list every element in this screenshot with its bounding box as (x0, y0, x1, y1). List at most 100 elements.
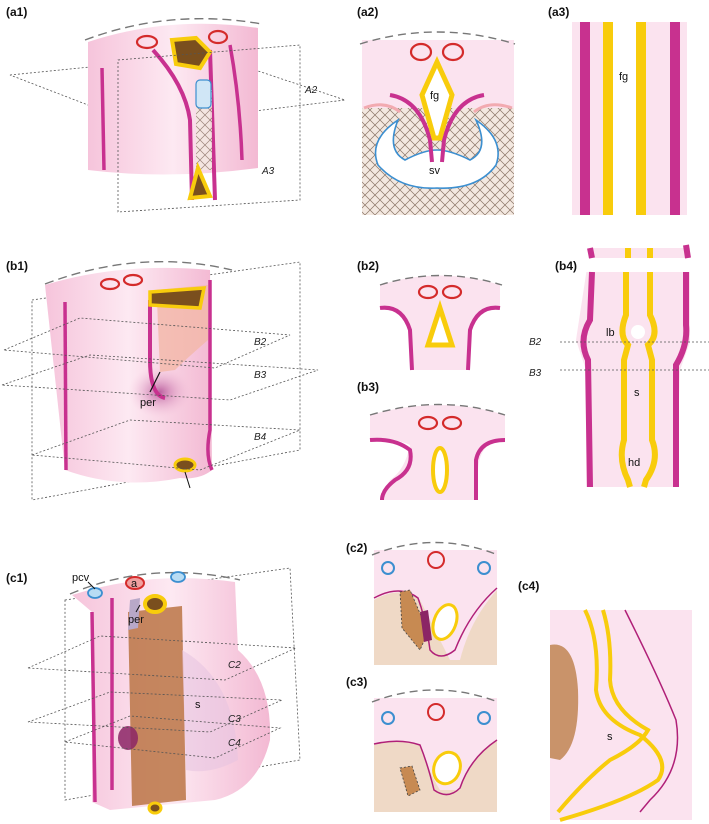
panel-c1: (c1) pcv a per s C2 C3 C4 (6, 567, 301, 815)
panel-label-c4: (c4) (518, 579, 539, 593)
c4-stomach-inner (556, 609, 651, 814)
c1-foregut (143, 594, 167, 614)
panel-a3: (a3) fg (548, 5, 687, 215)
b4-wall-left (580, 247, 595, 488)
c3-aorta (427, 703, 445, 721)
b4-bg (576, 248, 690, 487)
panel-b3: (b3) (357, 380, 506, 501)
c2-outer-arc (371, 541, 499, 556)
foregut-top (169, 35, 213, 71)
a2-aorta-right (441, 42, 465, 62)
b1-inner-wall (148, 300, 166, 400)
a2-wall-left (389, 93, 434, 163)
c1-stomach-sheet (182, 650, 238, 772)
c3-tan (374, 740, 497, 812)
foregut-bottom (187, 161, 213, 201)
c1-dark-sac (118, 726, 138, 750)
b1-per-label: per (140, 397, 156, 409)
plane-label-b2: B2 (254, 337, 267, 348)
c4-s-label: s (607, 731, 613, 743)
a3-lumen (613, 22, 636, 215)
c3-mesentery (373, 739, 498, 796)
c3-liver-wedge (399, 765, 421, 797)
panel-c2: (c2) (346, 541, 499, 665)
panel-label-c3: (c3) (346, 675, 367, 689)
panel-a1: (a1) A2 A3 (6, 5, 346, 213)
b2-wall-left (379, 305, 414, 371)
panel-b1: (b1) per B2 B3 B4 (1, 259, 319, 501)
b3-wall-right (474, 438, 506, 500)
plane-label-a3: A3 (261, 166, 275, 177)
b1-hindgut (173, 457, 197, 473)
b1-frame (31, 261, 301, 501)
panel-label-b4: (b4) (555, 259, 577, 273)
a2-foregut (419, 55, 455, 141)
a2-wall-right (440, 93, 485, 163)
panel-a2: (a2) fg sv (357, 5, 516, 215)
c1-s-label: s (195, 699, 201, 711)
b4-s-label: s (634, 387, 640, 399)
a3-wall-left (580, 22, 590, 215)
b4-lb-label: lb (606, 327, 615, 339)
b3-aorta-right (441, 415, 463, 431)
c3-cv-right (477, 711, 491, 725)
b4-cut-gap (586, 258, 690, 272)
b1-aorta-left (99, 277, 121, 291)
panel-b4: (b4) B2 B3 lb s hd (529, 244, 709, 488)
b4-plane-label-b2: B2 (529, 337, 542, 348)
a2-sv-label: sv (429, 165, 441, 177)
c1-aorta (125, 576, 145, 590)
c4-stomach-outer (559, 609, 665, 822)
b3-wall-left (369, 437, 413, 501)
plane-label-c4: C4 (228, 738, 241, 749)
b4-foregut-right (641, 272, 658, 488)
b1-hindgut-pointer (184, 471, 191, 489)
panel-label-a3: (a3) (548, 5, 569, 19)
c1-per-pointer (135, 604, 141, 613)
b2-aorta-right (441, 284, 463, 300)
plane-label-a2: A2 (304, 85, 318, 96)
section-plane-c2 (27, 635, 297, 681)
c2-dark-sac (420, 610, 432, 642)
a3-fg-right (636, 22, 646, 215)
section-plane-b4 (31, 419, 301, 471)
plane-label-c2: C2 (228, 660, 241, 671)
c3-stomach (432, 750, 462, 786)
panel-label-b2: (b2) (357, 259, 379, 273)
dorsal-aorta-right (207, 29, 229, 45)
panel-label-a1: (a1) (6, 5, 27, 19)
section-plane-a3 (117, 44, 301, 213)
b4-plane-label-b3: B3 (529, 368, 542, 379)
panel-c3: (c3) (346, 675, 499, 812)
c1-per-label: per (128, 614, 144, 626)
panel-c4: (c4) s (518, 579, 692, 822)
plane-label-b3: B3 (254, 370, 267, 381)
panel-label-a2: (a2) (357, 5, 378, 19)
b1-right-wall (206, 280, 214, 471)
b1-pericardial-dark (128, 366, 192, 418)
b3-outer-arc (369, 403, 506, 416)
plane-label-c3: C3 (228, 714, 241, 725)
section-plane-c4 (64, 715, 282, 759)
c1-pcv-label: pcv (72, 572, 90, 584)
c2-cv-right (477, 561, 491, 575)
b4-foregut-top (625, 248, 653, 258)
b1-foregut (148, 286, 207, 310)
a2-sinus-venosus (374, 117, 499, 189)
c1-cv-left (87, 587, 103, 599)
c1-liver (128, 606, 186, 806)
b4-wall-right (673, 244, 691, 487)
inner-left-wall (151, 48, 194, 201)
b2-aorta-left (417, 284, 439, 300)
b1-per-pointer (149, 371, 161, 393)
right-wall (228, 44, 244, 161)
panel-b2: (b2) (357, 259, 503, 371)
c2-aorta (427, 551, 445, 569)
a3-fg-left (603, 22, 613, 215)
dorsal-aorta-left (135, 34, 159, 50)
panel-label-b1: (b1) (6, 259, 28, 273)
a2-fg-label: fg (430, 90, 439, 102)
c1-outer-arc (69, 571, 241, 595)
panel-label-c1: (c1) (6, 571, 27, 585)
inner-right-wall (208, 49, 217, 201)
